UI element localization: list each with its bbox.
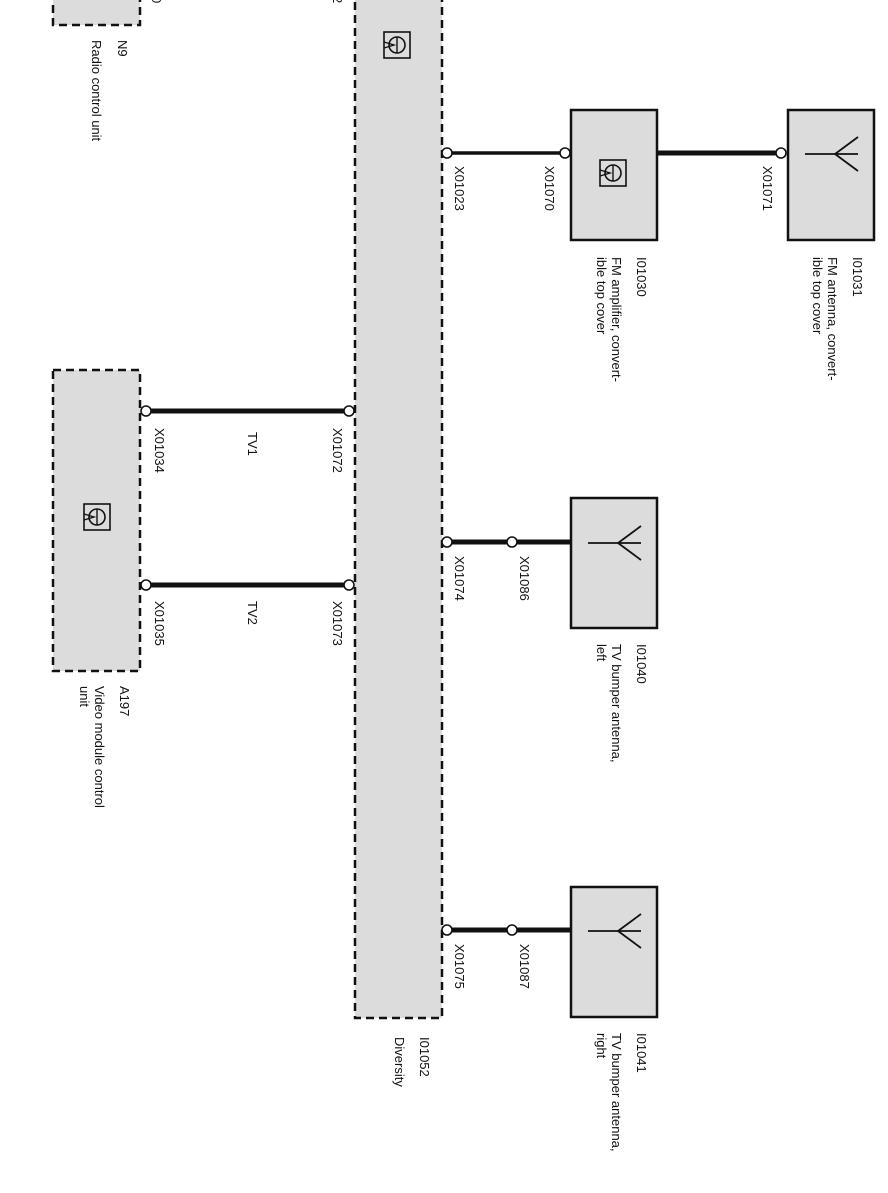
- antenna-symbol-icon: [588, 525, 642, 561]
- diversity-id-label: I01052: [417, 1037, 432, 1077]
- pin-x01074: [441, 536, 453, 548]
- pin-x01070: [559, 147, 571, 159]
- diversity-module-box: [353, 0, 444, 1020]
- pin-x01035: [140, 579, 152, 591]
- diversity-name-label: Diversity: [392, 1037, 407, 1087]
- x01071-label: X01071: [760, 166, 775, 211]
- video-module-name-line1: Video module control: [92, 686, 107, 808]
- video-module-name-line2: unit: [77, 686, 92, 707]
- x01034-label: X01034: [152, 428, 167, 473]
- x01035-label: X01035: [152, 601, 167, 646]
- pin-x01075: [441, 924, 453, 936]
- tv-antenna-right-id-label: I01041: [634, 1033, 649, 1073]
- x01073-label: X01073: [330, 601, 345, 646]
- tv1-label: TV1: [245, 432, 260, 456]
- radio-control-unit-box: [51, 0, 142, 27]
- pin-x01073: [343, 579, 355, 591]
- antenna-symbol-icon: [588, 913, 642, 949]
- fm-amplifier-box: [569, 108, 659, 242]
- fm-antenna-name-line1: FM antenna, convert-: [825, 257, 840, 381]
- tv-antenna-right-name-line1: TV bumper antenna,: [609, 1033, 624, 1152]
- x01086-label: X01086: [517, 556, 532, 601]
- pin-x01071: [775, 147, 787, 159]
- tv2-label: TV2: [245, 601, 260, 625]
- antenna-symbol-icon: [805, 136, 859, 172]
- fm-antenna-box: [786, 108, 876, 242]
- tv-antenna-left-id-label: I01040: [634, 644, 649, 684]
- tv-antenna-left-name-line1: TV bumper antenna,: [609, 644, 624, 763]
- fm-amplifier-name-line1: FM amplifier, convert-: [609, 257, 624, 382]
- fm-antenna-id-label: I01031: [850, 257, 865, 297]
- tv-antenna-right-name-line2: right: [594, 1033, 609, 1059]
- tv-antenna-left-name-line2: left: [594, 644, 609, 662]
- n9-pin-0-label: 0: [149, 0, 164, 3]
- tv-antenna-right-box: [569, 885, 659, 1019]
- n9-pin-2-label: 2: [330, 0, 345, 3]
- n9-id-label: N9: [115, 40, 130, 57]
- pin-x01086: [506, 536, 518, 548]
- tv-antenna-left-box: [569, 496, 659, 630]
- x01074-label: X01074: [452, 556, 467, 601]
- x01070-label: X01070: [542, 166, 557, 211]
- x01023-label: X01023: [452, 166, 467, 211]
- fm-antenna-name-line2: ible top cover: [810, 257, 825, 335]
- amplifier-symbol-icon: [383, 31, 411, 59]
- pin-x01034: [140, 405, 152, 417]
- x01075-label: X01075: [452, 944, 467, 989]
- pin-x01072: [343, 405, 355, 417]
- n9-name-label: Radio control unit: [89, 40, 104, 142]
- video-module-id-label: A197: [117, 686, 132, 716]
- x01087-label: X01087: [517, 944, 532, 989]
- x01072-label: X01072: [330, 428, 345, 473]
- pin-x01087: [506, 924, 518, 936]
- pin-x01023: [441, 147, 453, 159]
- amplifier-symbol-icon: [599, 159, 627, 187]
- fm-amplifier-id-label: I01030: [634, 257, 649, 297]
- fm-amplifier-name-line2: ible top cover: [594, 257, 609, 335]
- amplifier-symbol-icon: [83, 503, 111, 531]
